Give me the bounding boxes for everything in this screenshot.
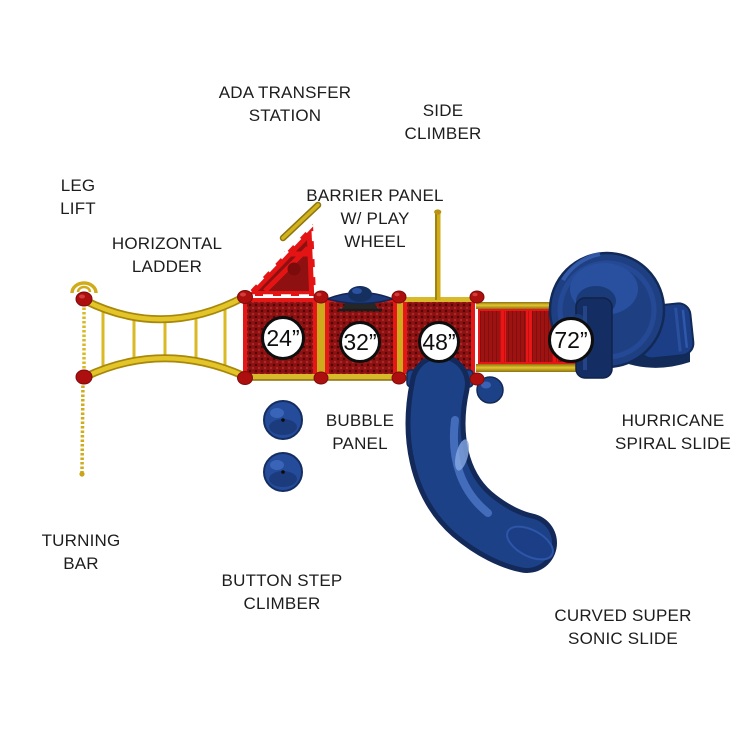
ada-transfer-station-graphic <box>240 201 322 298</box>
turning-bar-graphic <box>79 380 85 477</box>
label-line: SIDE <box>422 101 464 120</box>
label-line: SPIRAL SLIDE <box>614 434 732 453</box>
label-line: BARRIER PANEL <box>306 186 444 205</box>
button-step-climber-graphic <box>263 400 303 492</box>
label-line: CLIMBER <box>404 124 482 143</box>
bridge-bottom-rail <box>476 364 580 372</box>
label-line: STATION <box>248 106 322 125</box>
label-line: CLIMBER <box>243 594 321 613</box>
bridge-top-rail <box>476 302 580 309</box>
label-hurricane-spiral-slide: HURRICANE SPIRAL SLIDE <box>588 409 750 455</box>
deck-height-badge-24: 24” <box>261 316 305 360</box>
deck-height-value: 24” <box>266 324 300 351</box>
label-line: ADA TRANSFER <box>218 83 352 102</box>
deck-height-value: 32” <box>343 328 377 355</box>
label-line: BUTTON STEP <box>221 571 343 590</box>
label-line: SONIC SLIDE <box>568 629 678 648</box>
label-line: BUBBLE <box>325 411 395 430</box>
label-line: HORIZONTAL <box>111 234 223 253</box>
side-climber-graphic <box>434 209 442 300</box>
label-line: LIFT <box>60 199 96 218</box>
label-line: HURRICANE <box>621 411 725 430</box>
label-line: PANEL <box>332 434 388 453</box>
label-turning-bar: TURNING BAR <box>21 529 141 575</box>
label-barrier-panel: BARRIER PANEL W/ PLAY WHEEL <box>295 184 455 253</box>
label-line: TURNING <box>41 531 121 550</box>
label-line: LEG <box>60 176 96 195</box>
horizontal-ladder-graphic <box>80 293 248 381</box>
label-bubble-panel: BUBBLE PANEL <box>305 409 415 455</box>
label-line: LADDER <box>131 257 203 276</box>
label-line: W/ PLAY <box>340 209 410 228</box>
deck-height-value: 72” <box>554 326 588 353</box>
deck-height-value: 48” <box>422 328 456 355</box>
post-caps <box>75 290 485 386</box>
label-line: WHEEL <box>344 232 406 251</box>
deck-height-badge-32: 32” <box>339 321 381 363</box>
label-ada-transfer-station: ADA TRANSFER STATION <box>195 81 375 127</box>
label-side-climber: SIDE CLIMBER <box>383 99 503 145</box>
deck-height-badge-72: 72” <box>548 317 594 363</box>
label-line: BAR <box>63 554 99 573</box>
label-horizontal-ladder: HORIZONTAL LADDER <box>87 232 247 278</box>
label-curved-super-sonic-slide: CURVED SUPER SONIC SLIDE <box>538 604 708 650</box>
label-button-step-climber: BUTTON STEP CLIMBER <box>202 569 362 615</box>
label-leg-lift: LEG LIFT <box>28 174 128 220</box>
play-wheel-graphic <box>324 286 396 312</box>
label-line: CURVED SUPER <box>554 606 692 625</box>
leg-lift-graphic <box>70 281 98 294</box>
deck-height-badge-48: 48” <box>418 321 460 363</box>
curved-super-sonic-slide-graphic <box>405 354 557 573</box>
